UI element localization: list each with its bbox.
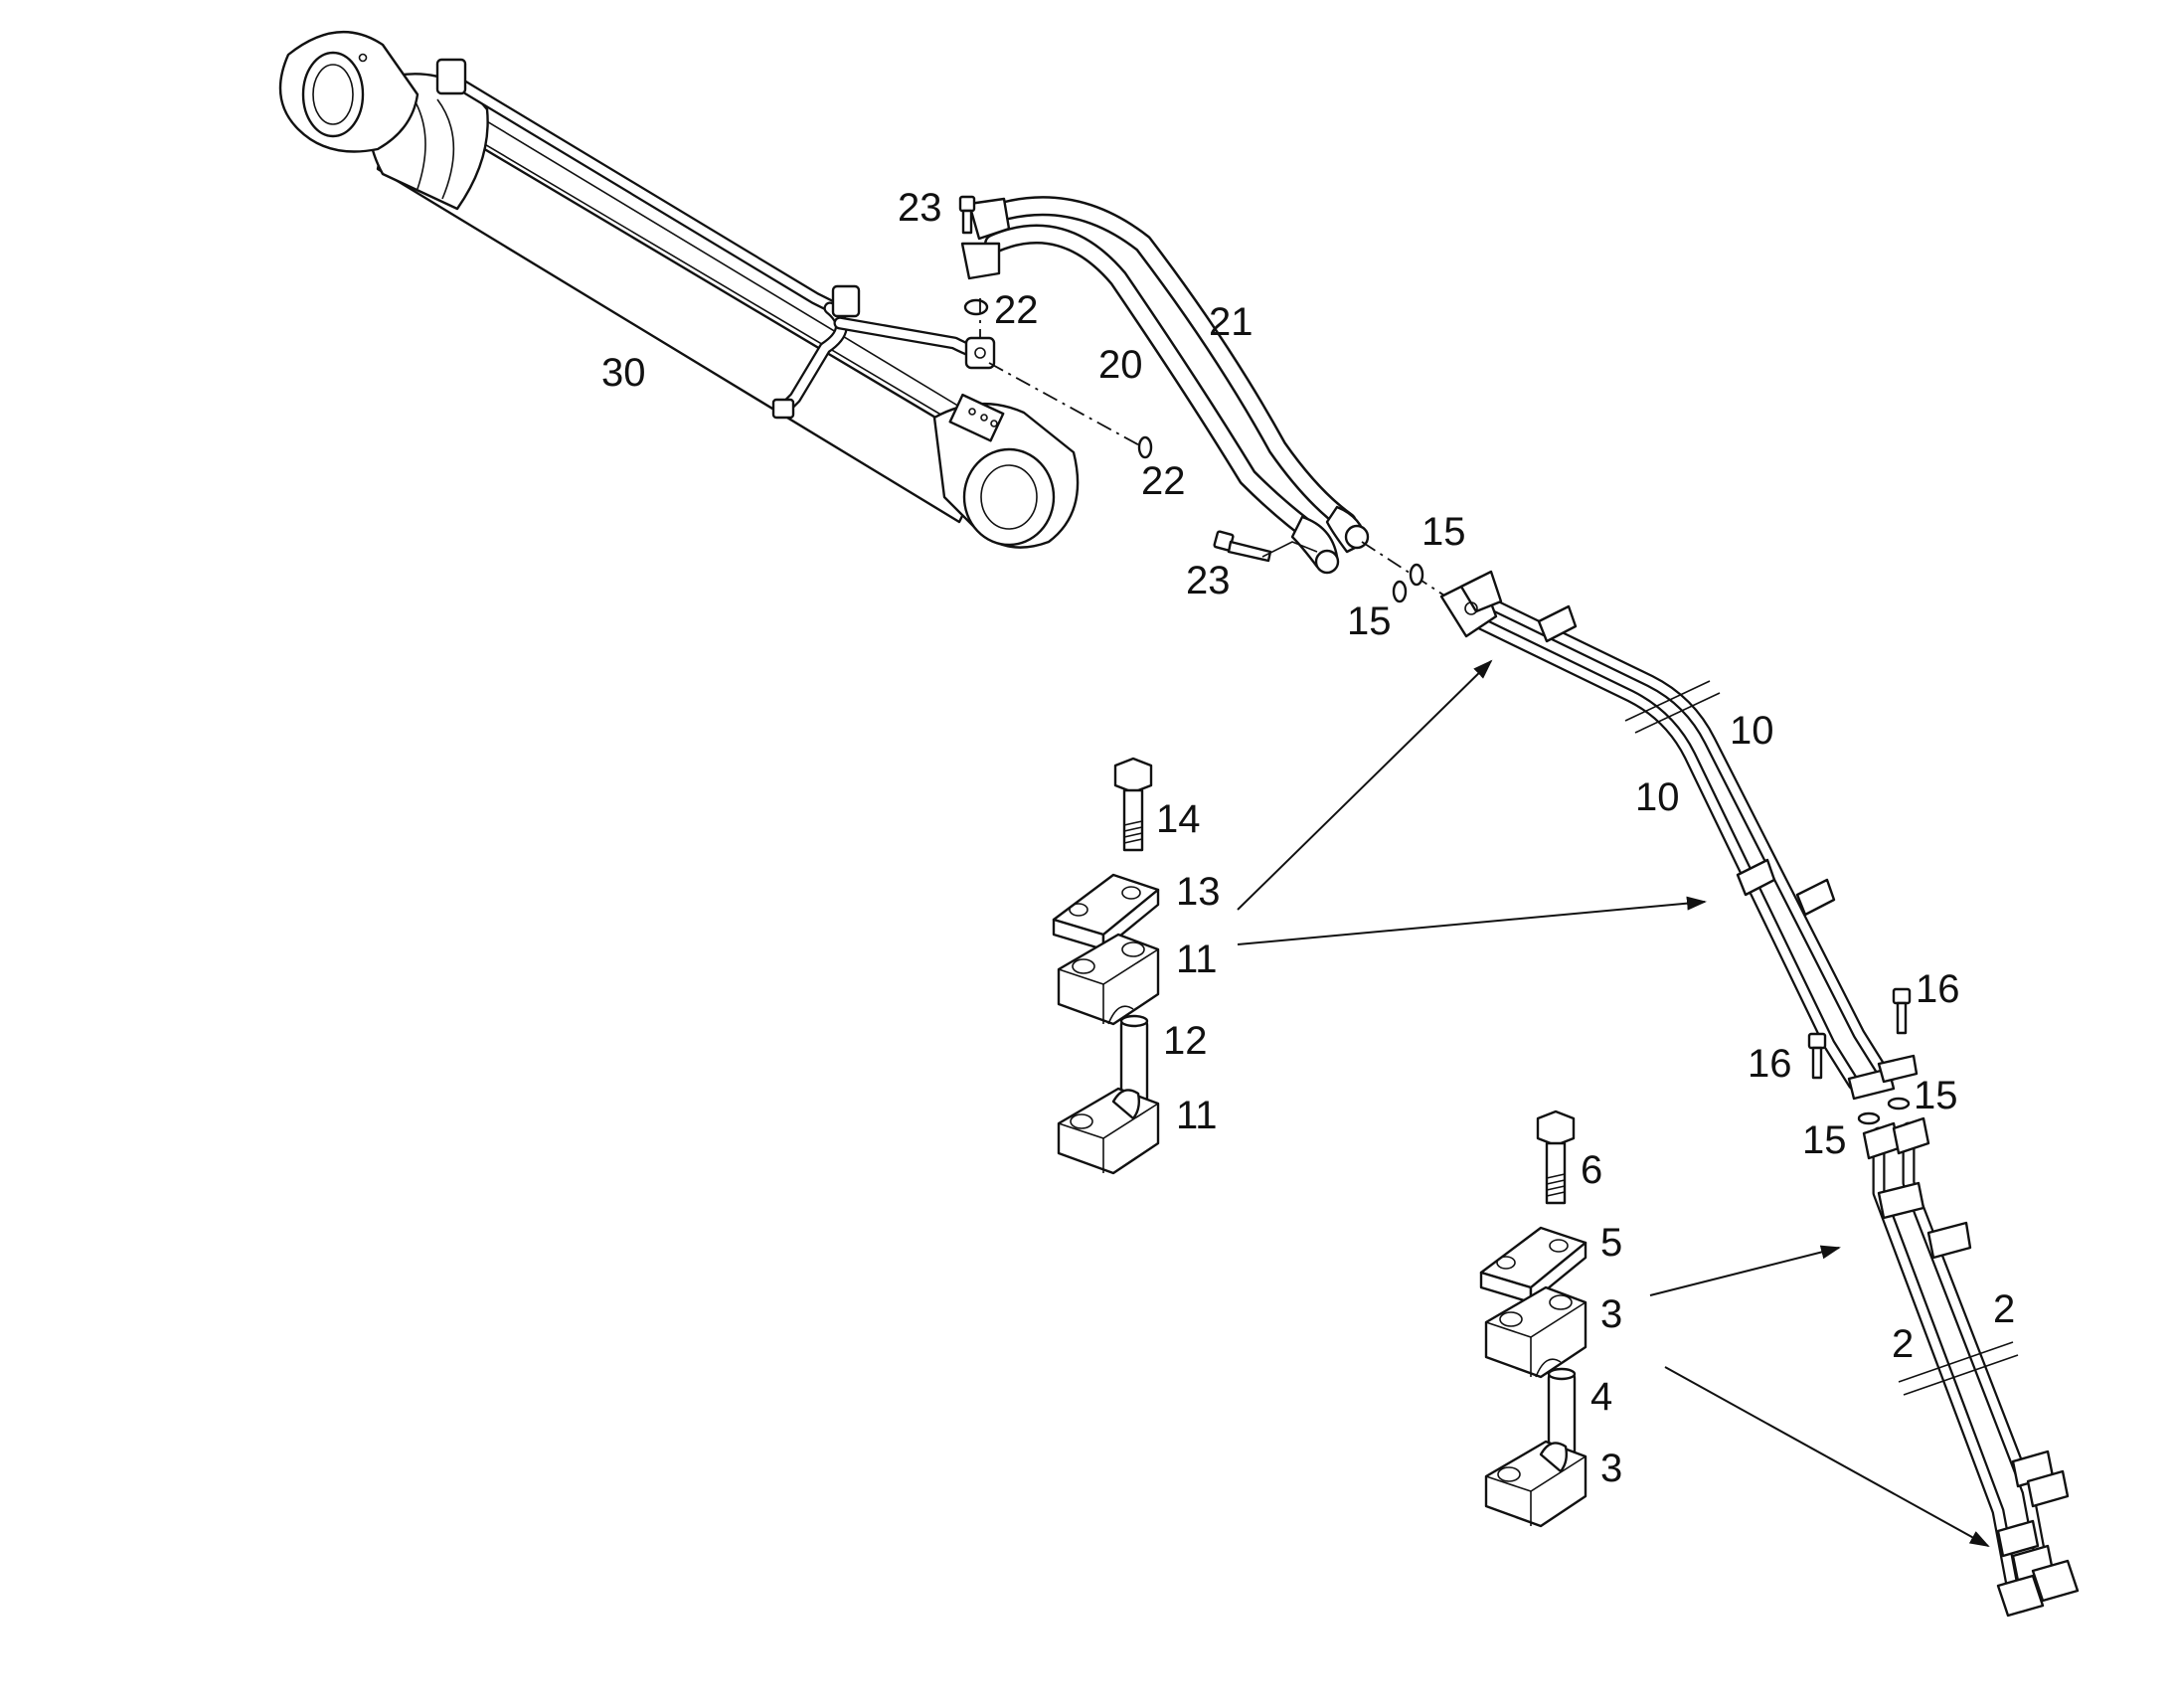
clamp-lower-plate-label: 5 <box>1600 1221 1622 1265</box>
callout-label: 20 <box>1098 343 1143 387</box>
callout-label: 23 <box>898 186 942 230</box>
callout-label: 16 <box>1916 967 1960 1011</box>
pipe-icon <box>1439 570 1919 1101</box>
clamp-lower-block-top-label: 3 <box>1600 1292 1622 1336</box>
bolt-icon <box>1536 1110 1576 1205</box>
clamp-upper-block-top-label: 11 <box>1176 938 1218 981</box>
callout-label: 15 <box>1347 599 1392 643</box>
callout-label: 2 <box>1993 1287 2015 1331</box>
clamp-upper-block-bottom-label: 11 <box>1176 1094 1218 1137</box>
o-ring-icon <box>963 298 989 316</box>
clamp-icon <box>1479 1110 1588 1528</box>
callout-label: 10 <box>1635 775 1680 819</box>
callout-label: 16 <box>1748 1042 1792 1086</box>
callout-label: 30 <box>601 351 646 395</box>
clamp-upper-sleeve-label: 12 <box>1163 1019 1208 1063</box>
bolt-icon <box>1213 530 1272 563</box>
o-ring-icon <box>1392 580 1408 603</box>
clamp-lower-bolt-label: 6 <box>1581 1148 1602 1192</box>
callout-label: 22 <box>994 288 1039 332</box>
bolt-icon <box>1113 757 1153 852</box>
bolt-icon <box>958 195 976 235</box>
callout-label: 2 <box>1892 1322 1914 1366</box>
callout-label: 10 <box>1730 709 1774 753</box>
clamp-icon <box>1052 757 1160 1175</box>
leader-arrow <box>1237 896 1707 945</box>
clamp-icon <box>1537 604 1578 643</box>
clamp-lower-sleeve-label: 4 <box>1590 1375 1612 1419</box>
clamp-upper-plate-label: 13 <box>1176 870 1221 914</box>
callout-label: 21 <box>1209 300 1254 344</box>
o-ring-icon <box>1887 1097 1911 1110</box>
o-ring-icon <box>1857 1111 1881 1125</box>
callout-label: 22 <box>1141 459 1186 503</box>
callout-label: 15 <box>1421 510 1466 554</box>
o-ring-icon <box>1409 563 1424 587</box>
pipe-icon <box>1862 1116 2080 1618</box>
hydraulic-cylinder-icon <box>278 30 1080 549</box>
callout-label: 15 <box>1914 1074 1958 1117</box>
clamp-upper-bolt-label: 14 <box>1156 797 1201 841</box>
flange-icon <box>1314 549 1340 575</box>
o-ring-icon <box>1137 435 1153 459</box>
leader-arrow <box>1664 1366 1990 1547</box>
callout-label: 15 <box>1802 1118 1847 1162</box>
hose-icon <box>960 196 1370 575</box>
callout-label: 23 <box>1186 559 1231 602</box>
clamp-icon <box>1877 1181 1925 1220</box>
clamp-lower-block-bottom-label: 3 <box>1600 1447 1622 1490</box>
leader-arrow <box>1649 1245 1841 1296</box>
bolt-icon <box>1807 987 1912 1080</box>
leader-arrow <box>1237 659 1493 911</box>
